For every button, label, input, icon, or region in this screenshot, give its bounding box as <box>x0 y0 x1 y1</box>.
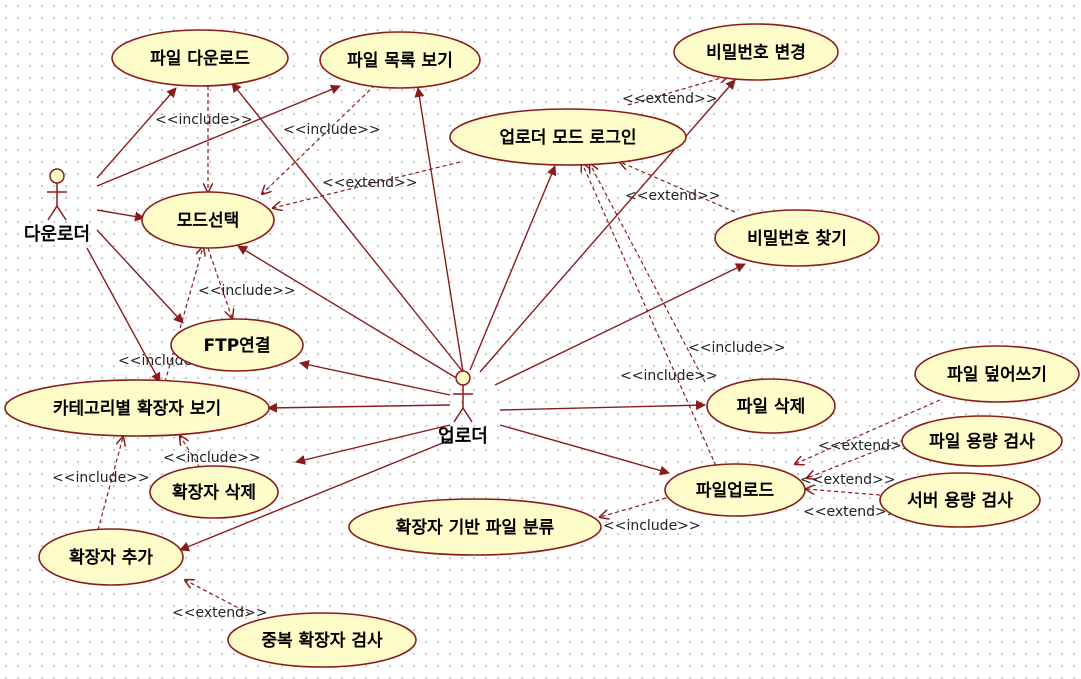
use-case-label: 업로더 모드 로그인 <box>500 128 637 148</box>
use-case-file-download: 파일 다운로드 <box>111 29 289 87</box>
association-line <box>499 400 706 411</box>
association-line <box>179 439 451 552</box>
use-case-label: 서버 용량 검사 <box>907 491 1013 511</box>
use-case-ftp-connect: FTP연결 <box>170 318 304 372</box>
stereotype-label: <<include>> <box>163 450 261 466</box>
use-case-label: 비밀번호 변경 <box>706 42 806 63</box>
use-case-add-extension: 확장자 추가 <box>38 528 184 586</box>
association-line <box>231 82 464 373</box>
stereotype-label: <<include>> <box>688 340 786 356</box>
use-case-ext-based-classify: 확장자 기반 파일 분류 <box>348 498 602 556</box>
use-case-label: 중복 확장자 검사 <box>261 631 383 651</box>
association-line <box>479 79 736 373</box>
use-case-label: 파일 목록 보기 <box>347 51 453 71</box>
stereotype-label: <<include>> <box>52 470 150 486</box>
use-case-label: 파일 덮어쓰기 <box>947 365 1047 385</box>
stereotype-label: <<include>> <box>198 283 296 299</box>
use-case-label: 파일 삭제 <box>737 397 805 417</box>
actor-uploader: 업로더 <box>438 370 488 447</box>
association-line <box>96 209 145 222</box>
use-case-label: 카테고리별 확장자 보기 <box>53 399 221 419</box>
association-line <box>299 359 451 396</box>
association-line <box>267 402 451 413</box>
association-line <box>499 424 670 476</box>
use-case-file-upload: 파일업로드 <box>664 463 806 517</box>
use-case-overwrite-file: 파일 덮어쓰기 <box>914 345 1080 403</box>
stereotype-label: <<extend>> <box>622 91 717 107</box>
stereotype-label: <<include>> <box>603 518 701 534</box>
stereotype-label: <<extend>> <box>172 605 267 621</box>
dependency-line <box>795 399 941 464</box>
dependency-line <box>600 497 667 517</box>
association-line <box>86 247 161 383</box>
use-case-uploader-login: 업로더 모드 로그인 <box>449 108 687 166</box>
use-case-delete-file: 파일 삭제 <box>706 378 836 434</box>
dependency-line <box>164 247 203 383</box>
dependency-line <box>620 162 736 213</box>
use-case-ext-by-category: 카테고리별 확장자 보기 <box>4 379 270 437</box>
stereotype-label: <<extend>> <box>625 188 720 204</box>
association-line <box>96 87 177 179</box>
use-case-label: 파일 용량 검사 <box>929 432 1035 452</box>
dependency-line <box>262 84 376 194</box>
use-case-file-size-check: 파일 용량 검사 <box>901 415 1063 467</box>
use-case-label: 비밀번호 찾기 <box>747 228 847 249</box>
stereotype-label: <<extend>> <box>818 438 913 454</box>
association-line <box>469 165 557 371</box>
stereotype-label: <<extend>> <box>322 175 417 191</box>
association-line <box>96 229 184 324</box>
use-case-find-password: 비밀번호 찾기 <box>714 209 880 267</box>
association-line <box>96 84 341 187</box>
stereotype-label: <<extend>> <box>803 504 898 520</box>
stereotype-label: <<include>> <box>283 122 381 138</box>
dependency-line <box>590 164 706 383</box>
use-case-change-password: 비밀번호 변경 <box>673 23 839 81</box>
actor-head <box>49 168 65 184</box>
use-case-mode-select: 모드선택 <box>141 191 275 249</box>
dependency-line <box>627 76 728 106</box>
stereotype-label: <<include>> <box>155 112 253 128</box>
association-line <box>237 245 464 383</box>
use-case-label: 모드선택 <box>177 211 240 231</box>
actor-label: 업로더 <box>438 426 488 447</box>
use-case-label: 파일업로드 <box>696 481 775 501</box>
use-case-dup-ext-check: 중복 확장자 검사 <box>227 612 417 668</box>
association-line <box>295 424 451 465</box>
dependency-line <box>180 436 201 469</box>
association-line <box>494 263 746 386</box>
use-case-server-capacity-check: 서버 용량 검사 <box>879 472 1041 528</box>
use-case-file-list: 파일 목록 보기 <box>319 31 481 89</box>
dependency-line <box>806 489 881 496</box>
use-case-label: 확장자 추가 <box>69 548 153 568</box>
actor-downloader: 다운로더 <box>24 168 90 245</box>
use-case-label: 파일 다운로드 <box>150 49 250 69</box>
association-line <box>414 87 464 373</box>
use-case-label: 확장자 삭제 <box>172 483 256 503</box>
stereotype-label: <<include>> <box>620 368 718 384</box>
actor-label: 다운로더 <box>24 224 90 245</box>
dependency-line <box>582 163 717 467</box>
dependency-line <box>207 247 232 318</box>
use-case-label: 확장자 기반 파일 분류 <box>396 518 555 538</box>
use-case-delete-extension: 확장자 삭제 <box>149 465 279 519</box>
stereotype-label: <<extend>> <box>800 472 895 488</box>
use-case-label: FTP연결 <box>204 336 271 356</box>
dependency-line <box>807 439 905 478</box>
dependency-line <box>97 437 123 531</box>
dependency-line <box>185 580 251 615</box>
actor-head <box>455 370 471 386</box>
